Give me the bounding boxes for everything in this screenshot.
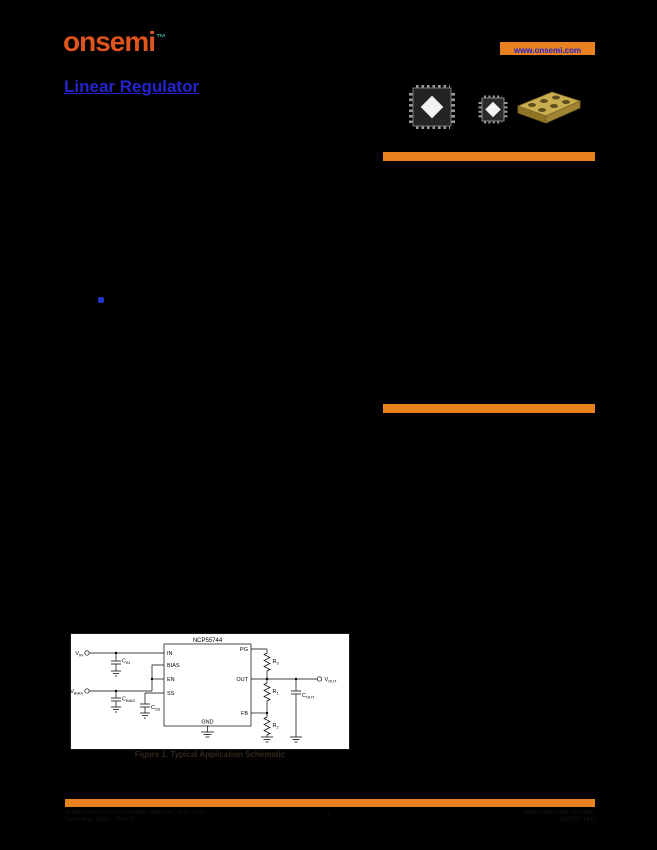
footer-copyright-block: © Semiconductor Components Industries, L… — [65, 810, 206, 824]
pin-fb-label: FB — [241, 711, 248, 717]
ic-body — [163, 643, 252, 727]
vout-terminal — [316, 676, 323, 682]
pin-gnd-label: GND — [201, 720, 213, 726]
cout-capacitor — [290, 679, 302, 743]
onsemi-logo-text: onsemi — [63, 26, 156, 57]
footer-publication-block: Publication Order Number: NCP55744/D — [524, 810, 595, 824]
r2-label: R2 — [273, 723, 280, 729]
vin-terminal — [84, 650, 90, 656]
publication-order-label: Publication Order Number: — [523, 810, 595, 816]
trademark-icon: ™ — [156, 32, 167, 44]
cin-capacitor — [111, 653, 121, 677]
pin-pg-label: PG — [240, 647, 248, 653]
vbias-label: VBIAS — [71, 689, 83, 695]
publication-order-number: NCP55744/D — [559, 817, 595, 823]
pin-in-label: IN — [167, 651, 173, 657]
application-schematic-figure: NCP55744 IN BIAS EN SS PG OUT FB GND VIN… — [70, 633, 350, 750]
case-pads — [528, 95, 570, 112]
r2-resistor — [261, 713, 273, 743]
vbias-terminal — [84, 688, 90, 694]
package-qfn-large-image — [409, 85, 455, 129]
css-label: CSS — [151, 705, 161, 711]
inline-link-fragment[interactable] — [98, 297, 104, 303]
vin-label: VIN — [75, 651, 83, 657]
cin-label: CIN — [122, 659, 130, 665]
website-link[interactable]: www.onsemi.com — [513, 46, 582, 55]
cbias-label: CBIAS — [122, 697, 135, 703]
package-qfn-small-image — [478, 95, 508, 124]
page-number: 1 — [326, 812, 331, 819]
r3-resistor — [251, 648, 271, 679]
website-banner[interactable]: www.onsemi.com — [500, 42, 595, 55]
cout-label: COUT — [302, 693, 315, 699]
r3-label: R3 — [273, 659, 280, 665]
section-header-bar-features — [383, 152, 595, 161]
gnd-symbol — [201, 726, 214, 738]
date-revision-text: December, 2021 − Rev. 0 — [65, 817, 133, 823]
vbias-wire — [89, 664, 164, 692]
pin-ss-label: SS — [167, 691, 175, 697]
pin-out-label: OUT — [236, 677, 248, 683]
package-case-drawing-image — [516, 91, 582, 124]
case-left-face — [517, 105, 547, 124]
junction-dots — [114, 651, 298, 715]
pin-en-label: EN — [167, 677, 175, 683]
pin-bias-label: BIAS — [167, 663, 180, 669]
r1-label: R1 — [273, 689, 280, 695]
copyright-text: © Semiconductor Components Industries, L… — [65, 810, 206, 816]
vout-label: VOUT — [325, 677, 338, 683]
onsemi-logo: onsemi™ — [63, 26, 166, 58]
css-capacitor — [140, 692, 164, 719]
cbias-capacitor — [111, 691, 121, 713]
ic-name-label: NCP55744 — [193, 638, 223, 644]
page-title: Linear Regulator — [64, 77, 200, 96]
r1-resistor — [263, 679, 271, 713]
figure-caption: Figure 1. Typical Application Schematic — [134, 750, 286, 759]
footer-divider — [65, 799, 595, 807]
section-header-bar-applications — [383, 404, 595, 413]
